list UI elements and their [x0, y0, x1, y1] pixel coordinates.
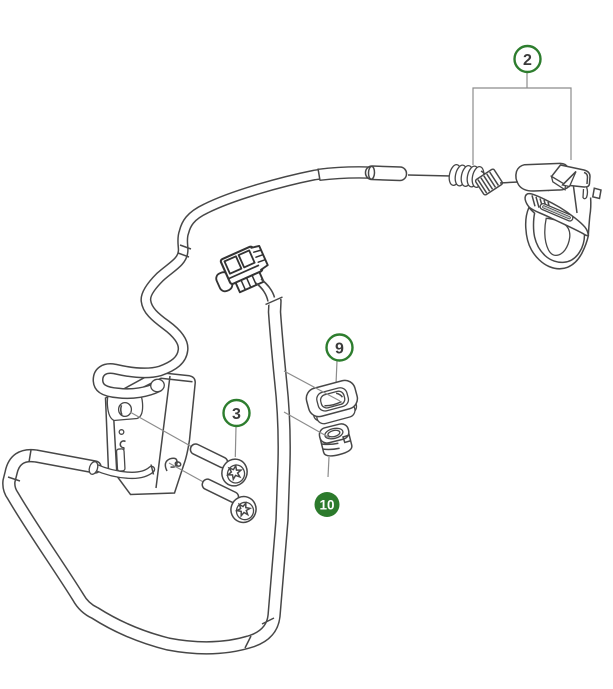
svg-text:10: 10	[319, 498, 334, 513]
svg-text:2: 2	[523, 52, 532, 69]
svg-text:3: 3	[232, 406, 241, 423]
svg-text:9: 9	[335, 340, 344, 357]
